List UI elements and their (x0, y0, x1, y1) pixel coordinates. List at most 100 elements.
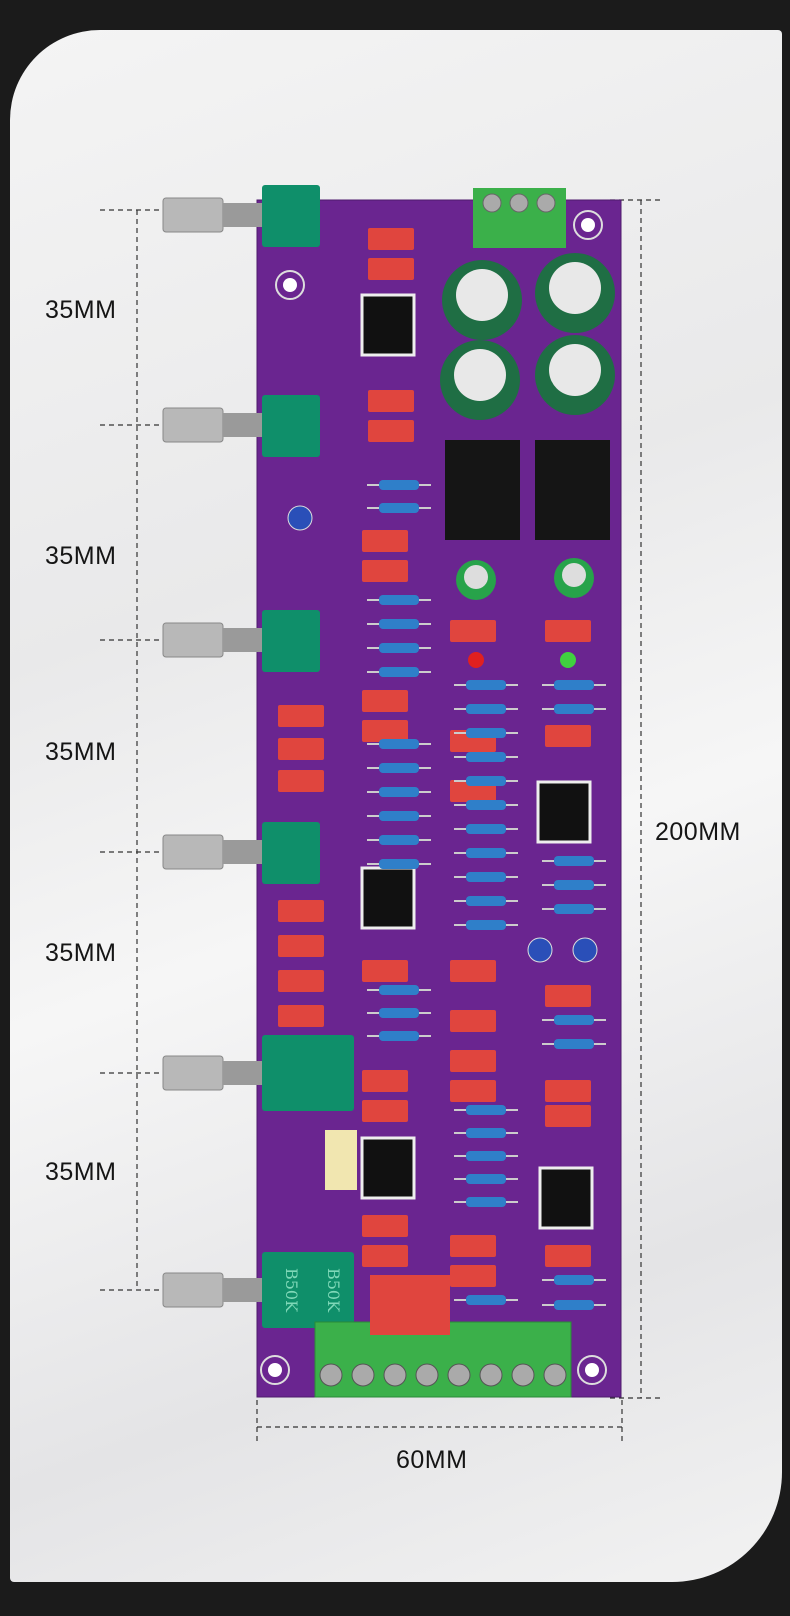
film-capacitor (362, 1245, 408, 1267)
potentiometer (262, 1035, 354, 1111)
terminal-screw (482, 193, 502, 213)
resistor (466, 824, 506, 834)
ic-chip (538, 1166, 594, 1230)
film-capacitor (545, 725, 591, 747)
resistor (466, 872, 506, 882)
resistor (379, 619, 419, 629)
potentiometer (262, 822, 320, 884)
resistor (466, 1105, 506, 1115)
film-capacitor (450, 1010, 496, 1032)
capacitor-top (454, 349, 506, 401)
resistor (466, 1174, 506, 1184)
potentiometer-bushing (223, 628, 263, 652)
resistor (466, 800, 506, 810)
mounting-hole (573, 210, 603, 240)
resistor (466, 896, 506, 906)
resistor (466, 1128, 506, 1138)
resistor (466, 752, 506, 762)
resistor (466, 728, 506, 738)
potentiometer-bushing (223, 413, 263, 437)
height-label: 200MM (655, 818, 741, 846)
small-electrolytic (287, 505, 313, 531)
ic-chip (360, 1136, 416, 1200)
film-capacitor (450, 1235, 496, 1257)
pot-marking: B50K (324, 1268, 343, 1313)
capacitor-top (549, 262, 601, 314)
film-capacitor (368, 228, 414, 250)
resistor (466, 704, 506, 714)
potentiometer-shaft (162, 407, 224, 443)
potentiometer (262, 1252, 354, 1328)
mounting-hole (283, 278, 297, 292)
film-capacitor (545, 1080, 591, 1102)
resistor (554, 680, 594, 690)
film-capacitor (545, 985, 591, 1007)
small-electrolytic (572, 937, 598, 963)
film-capacitor (545, 1245, 591, 1267)
potentiometer-shaft (162, 622, 224, 658)
resistor (466, 848, 506, 858)
dimension-label-3: 35MM (45, 738, 117, 766)
resistor (554, 856, 594, 866)
film-capacitor (278, 770, 324, 792)
film-capacitor (362, 530, 408, 552)
resistor (554, 1275, 594, 1285)
resistor (554, 1300, 594, 1310)
relay (325, 1130, 357, 1190)
film-capacitor (450, 960, 496, 982)
capacitor-top (562, 563, 586, 587)
resistor (379, 985, 419, 995)
width-label: 60MM (396, 1446, 468, 1474)
resistor (466, 920, 506, 930)
resistor (379, 643, 419, 653)
mounting-hole (275, 270, 305, 300)
ic-chip (360, 866, 416, 930)
mounting-hole (260, 1355, 290, 1385)
large-capacitor (370, 1275, 410, 1335)
heatsink (445, 440, 520, 540)
potentiometer-bushing (223, 1278, 263, 1302)
film-capacitor (450, 1080, 496, 1102)
film-capacitor (362, 720, 408, 742)
small-electrolytic (527, 937, 553, 963)
ic-chip (360, 293, 416, 357)
resistor (379, 667, 419, 677)
resistor (554, 704, 594, 714)
capacitor-top (464, 565, 488, 589)
capacitor-top (549, 344, 601, 396)
dimension-label-1: 35MM (45, 296, 117, 324)
dimension-label-5: 35MM (45, 1158, 117, 1186)
film-capacitor (368, 390, 414, 412)
terminal-screw (351, 1363, 375, 1387)
mounting-hole (581, 218, 595, 232)
terminal-screw (511, 1363, 535, 1387)
film-capacitor (450, 620, 496, 642)
resistor (379, 1031, 419, 1041)
film-capacitor (278, 935, 324, 957)
film-capacitor (545, 1105, 591, 1127)
potentiometer-shaft (162, 1272, 224, 1308)
resistor (379, 1008, 419, 1018)
potentiometer-shaft (162, 197, 224, 233)
large-capacitor (410, 1275, 450, 1335)
terminal-screw (543, 1363, 567, 1387)
resistor (466, 680, 506, 690)
film-capacitor (278, 900, 324, 922)
terminal-screw (383, 1363, 407, 1387)
resistor (379, 859, 419, 869)
resistor (554, 880, 594, 890)
pot-marking: B50K (282, 1268, 301, 1313)
terminal-screw (479, 1363, 503, 1387)
resistor (554, 904, 594, 914)
resistor (379, 595, 419, 605)
resistor (379, 480, 419, 490)
film-capacitor (368, 420, 414, 442)
potentiometer (262, 185, 320, 247)
resistor (379, 835, 419, 845)
potentiometer-shaft (162, 1055, 224, 1091)
potentiometer-bushing (223, 203, 263, 227)
terminal-screw (447, 1363, 471, 1387)
film-capacitor (278, 705, 324, 727)
film-capacitor (278, 970, 324, 992)
